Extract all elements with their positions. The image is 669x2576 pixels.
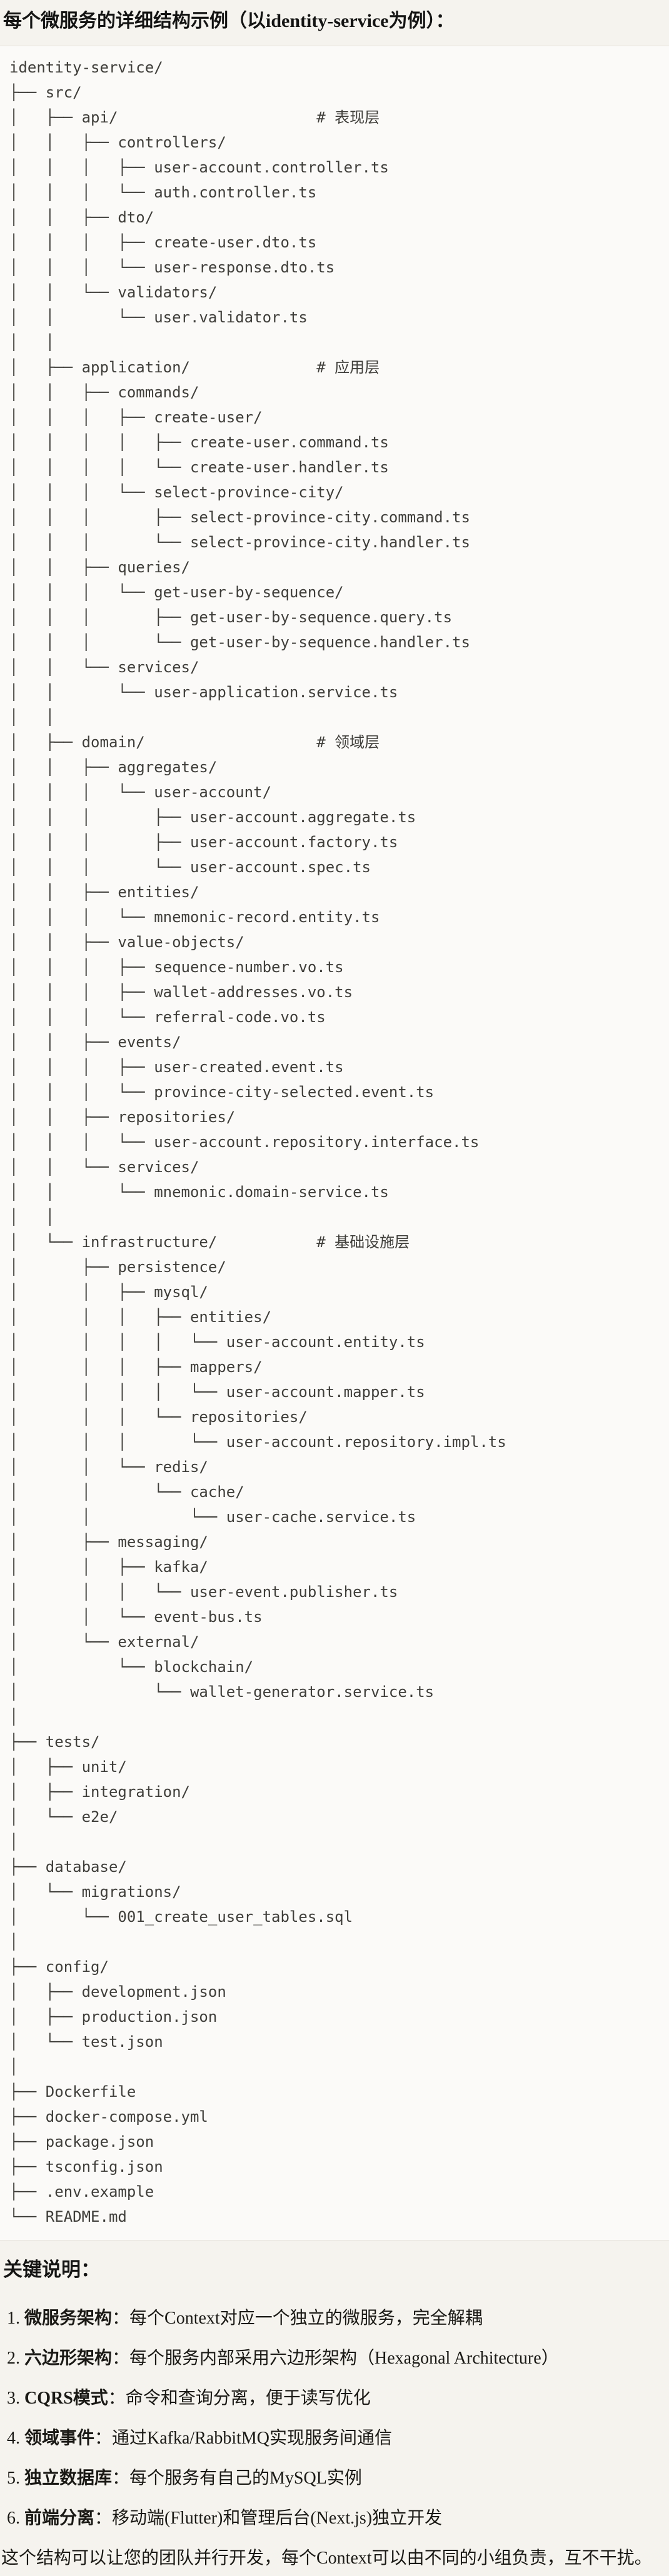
item-number: 5. [7,2469,20,2488]
item-colon: ： [94,2509,113,2528]
notes-list: 1.微服务架构：每个Context对应一个独立的微服务，完全解耦 2.六边形架构… [0,2306,669,2531]
list-item: 6.前端分离：移动端(Flutter)和管理后台(Next.js)独立开发 [7,2506,669,2531]
list-item: 3.CQRS模式：命令和查询分离，便于读写优化 [7,2386,669,2411]
item-number: 4. [7,2429,20,2448]
item-term: 前端分离 [24,2509,95,2528]
list-item: 5.独立数据库：每个服务有自己的MySQL实例 [7,2466,669,2491]
item-number: 2. [7,2349,20,2368]
list-item: 2.六边形架构：每个服务内部采用六边形架构（Hexagonal Architec… [7,2346,669,2371]
page-title: 每个微服务的详细结构示例（以identity-service为例）： [3,11,455,31]
item-colon: ： [112,2349,130,2368]
item-desc: 每个Context对应一个独立的微服务，完全解耦 [129,2309,483,2328]
item-term: 微服务架构 [24,2309,113,2328]
directory-tree-code-block: identity-service/ ├── src/ │ ├── api/ # … [0,46,669,2240]
item-desc: 每个服务有自己的MySQL实例 [129,2469,362,2488]
item-number: 6. [7,2509,20,2528]
item-term: 六边形架构 [24,2349,113,2368]
item-colon: ： [108,2389,126,2408]
item-colon: ： [112,2309,130,2328]
item-term: 独立数据库 [24,2469,113,2488]
item-colon: ： [94,2429,113,2448]
notes-heading: 关键说明： [3,2259,100,2280]
closing-paragraph: 这个结构可以让您的团队并行开发，每个Context可以由不同的小组负责，互不干扰… [1,2549,652,2568]
item-number: 3. [7,2389,20,2408]
list-item: 4.领域事件：通过Kafka/RabbitMQ实现服务间通信 [7,2426,669,2451]
item-colon: ： [112,2469,130,2488]
item-term: CQRS模式 [24,2389,108,2408]
list-item: 1.微服务架构：每个Context对应一个独立的微服务，完全解耦 [7,2306,669,2331]
item-number: 1. [7,2309,20,2328]
document-body: 每个微服务的详细结构示例（以identity-service为例）： ident… [0,7,669,2576]
item-desc: 移动端(Flutter)和管理后台(Next.js)独立开发 [112,2509,443,2528]
item-term: 领域事件 [24,2429,95,2448]
item-desc: 命令和查询分离，便于读写优化 [125,2389,371,2408]
item-desc: 通过Kafka/RabbitMQ实现服务间通信 [112,2429,392,2448]
item-desc: 每个服务内部采用六边形架构（Hexagonal Architecture） [129,2349,559,2368]
